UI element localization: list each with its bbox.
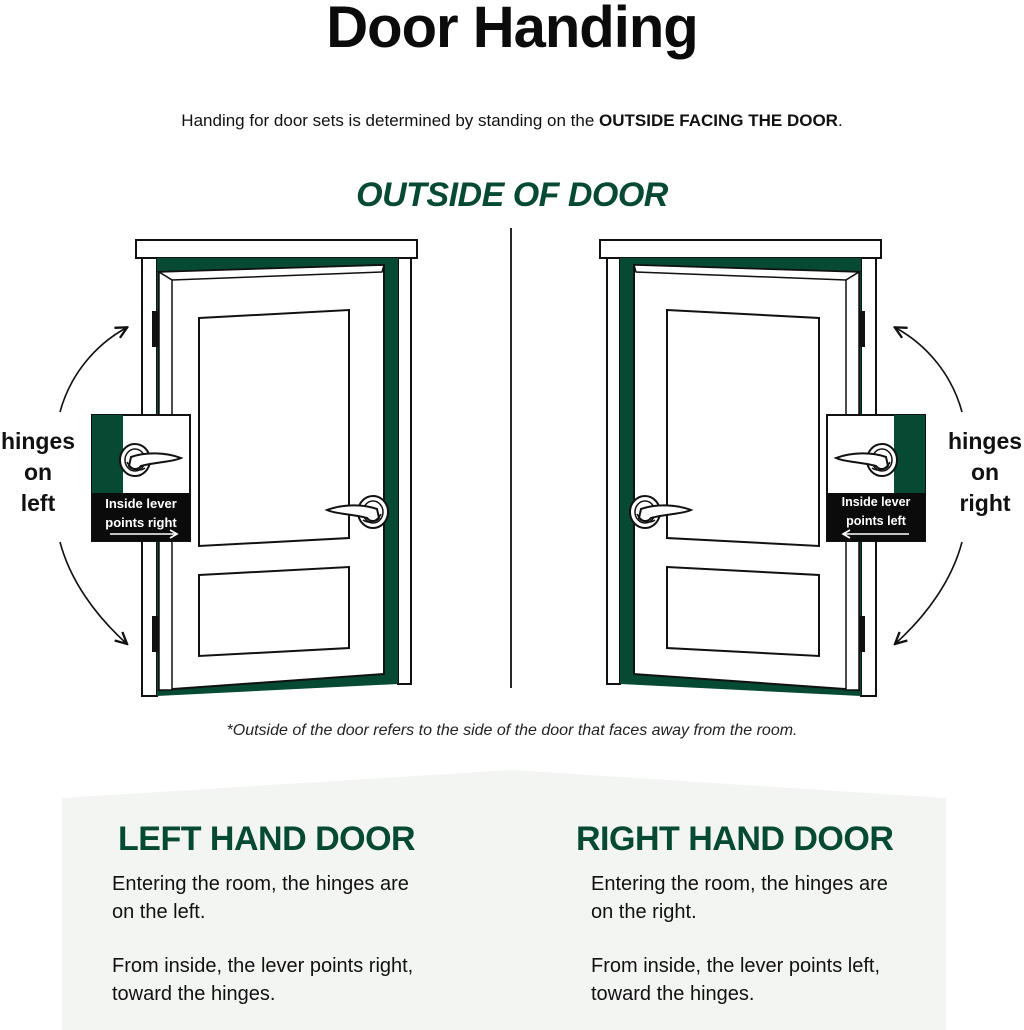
right-door-illustration xyxy=(599,239,963,697)
hinge-icon xyxy=(152,311,158,347)
left-side-label-line3: left xyxy=(20,490,56,516)
left-hand-line2: on the left. xyxy=(112,901,206,923)
right-side-label: hinges on right xyxy=(946,426,1024,519)
hinge-icon xyxy=(859,616,865,652)
right-hand-line1: Entering the room, the hinges are xyxy=(591,873,888,895)
right-lever-box-text: Inside lever points left xyxy=(827,493,925,531)
left-side-label-line2: on xyxy=(23,459,53,485)
left-lever-box-line2: points right xyxy=(105,515,177,530)
right-side-label-line1: hinges xyxy=(947,428,1023,454)
right-hand-line4: toward the hinges. xyxy=(591,983,755,1005)
left-lever-box-text: Inside lever points right xyxy=(92,494,190,532)
left-side-label-line1: hinges xyxy=(0,428,76,454)
hinge-icon xyxy=(152,616,158,652)
intro-emphasis: OUTSIDE FACING THE DOOR xyxy=(599,111,838,130)
right-hand-line2: on the right. xyxy=(591,901,697,923)
left-hand-title: LEFT HAND DOOR xyxy=(118,820,416,858)
left-lever-box-line1: Inside lever xyxy=(105,496,177,511)
left-hand-description: Entering the room, the hinges are on the… xyxy=(112,870,492,1008)
curved-arrow-icon xyxy=(896,328,963,413)
left-side-label: hinges on left xyxy=(0,426,76,519)
left-hand-line4: toward the hinges. xyxy=(112,983,276,1005)
left-lever-box xyxy=(91,414,191,542)
left-hand-line3: From inside, the lever points right, xyxy=(112,955,414,977)
page-title: Door Handing xyxy=(326,0,698,60)
curved-arrow-icon xyxy=(59,541,126,643)
left-hand-line1: Entering the room, the hinges are xyxy=(112,873,409,895)
comparison-panel-background xyxy=(62,770,946,1030)
right-hand-line3: From inside, the lever points left, xyxy=(591,955,881,977)
left-door-illustration xyxy=(59,239,418,697)
right-lever-box-line2: points left xyxy=(846,514,906,528)
right-hand-description: Entering the room, the hinges are on the… xyxy=(591,870,971,1008)
curved-arrow-icon xyxy=(59,328,126,413)
right-side-label-line3: right xyxy=(959,490,1011,516)
intro-suffix: . xyxy=(837,111,843,130)
curved-arrow-icon xyxy=(896,541,963,643)
footnote: *Outside of the door refers to the side … xyxy=(226,722,798,739)
right-lever-box xyxy=(826,414,926,542)
right-hand-title: RIGHT HAND DOOR xyxy=(576,820,894,858)
right-lever-box-line1: Inside lever xyxy=(841,495,911,509)
right-side-label-line2: on xyxy=(970,459,1000,485)
section-title: OUTSIDE OF DOOR xyxy=(356,176,668,214)
intro-text: Handing for door sets is determined by s… xyxy=(0,111,1024,131)
hinge-icon xyxy=(859,311,865,347)
intro-prefix: Handing for door sets is determined by s… xyxy=(181,111,599,130)
